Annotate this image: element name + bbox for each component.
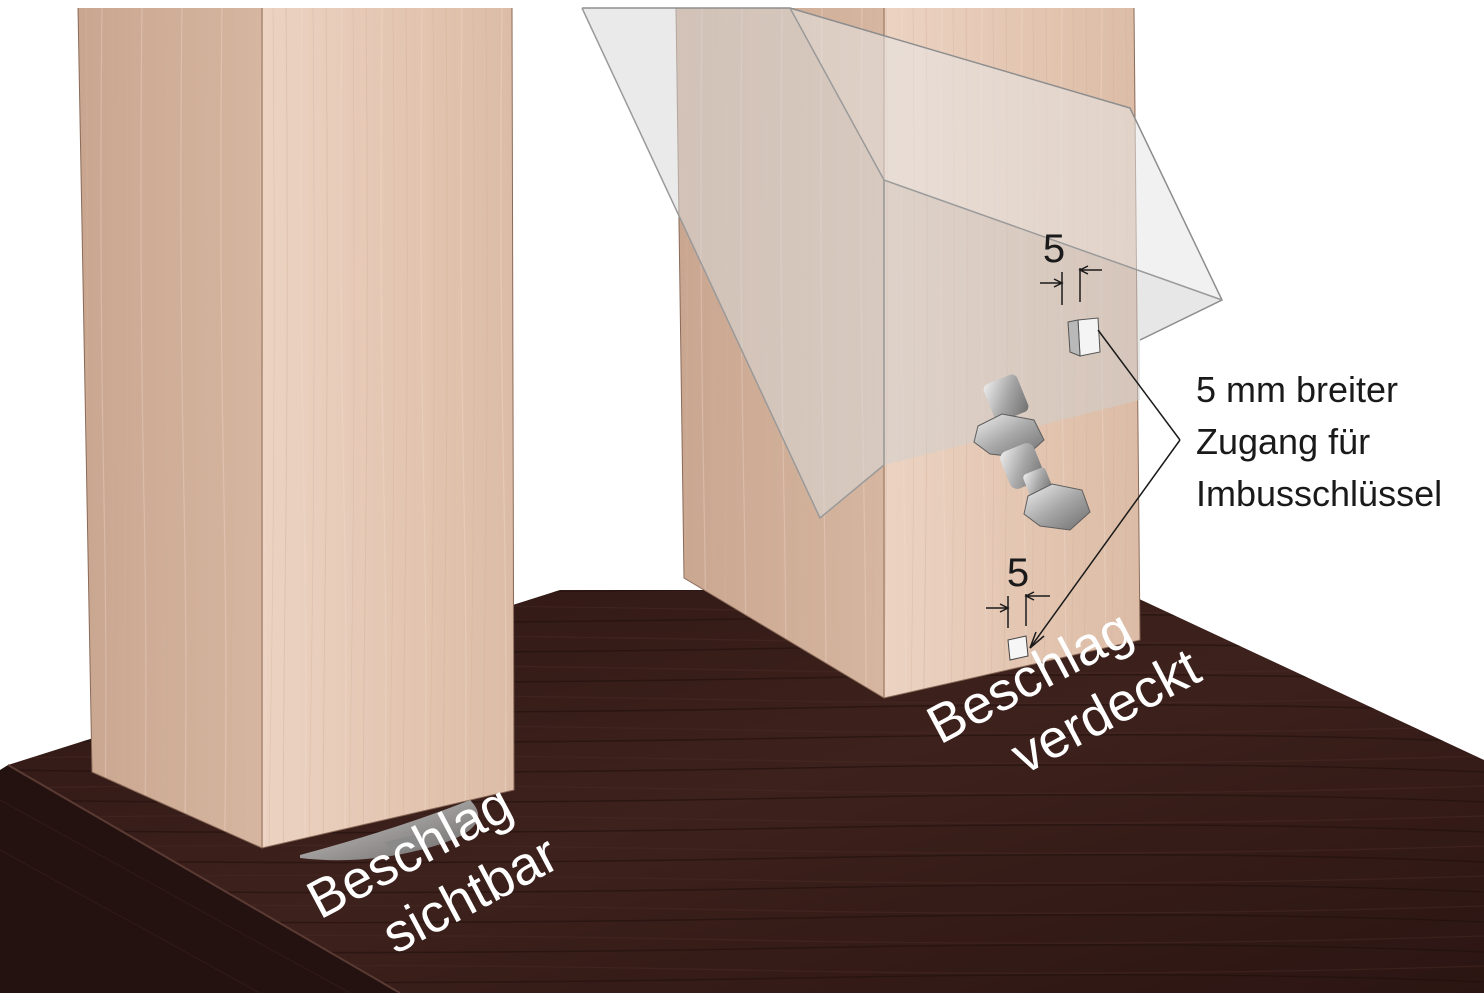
transparent-cap	[581, 7, 1223, 520]
callout-line3: Imbusschlüssel	[1196, 473, 1442, 514]
hex-bolt-icon	[973, 374, 1091, 531]
dimension-bottom: 5	[986, 551, 1050, 628]
left-post	[77, 7, 515, 849]
dimension-bottom-label: 5	[1007, 551, 1029, 595]
mounting-plate-icon	[300, 800, 479, 861]
callout-line1: 5 mm breiter	[1196, 369, 1398, 410]
post-slot	[1007, 635, 1029, 661]
cap-slot	[1067, 317, 1101, 357]
dimension-top-label: 5	[1043, 227, 1065, 271]
dimension-top: 5	[1040, 227, 1102, 305]
callout-leaders	[1029, 329, 1181, 649]
board-front-edge	[0, 765, 400, 993]
callout-line2: Zugang für	[1196, 421, 1370, 462]
callout-text: 5 mm breiter Zugang für Imbusschlüssel	[1196, 369, 1442, 514]
